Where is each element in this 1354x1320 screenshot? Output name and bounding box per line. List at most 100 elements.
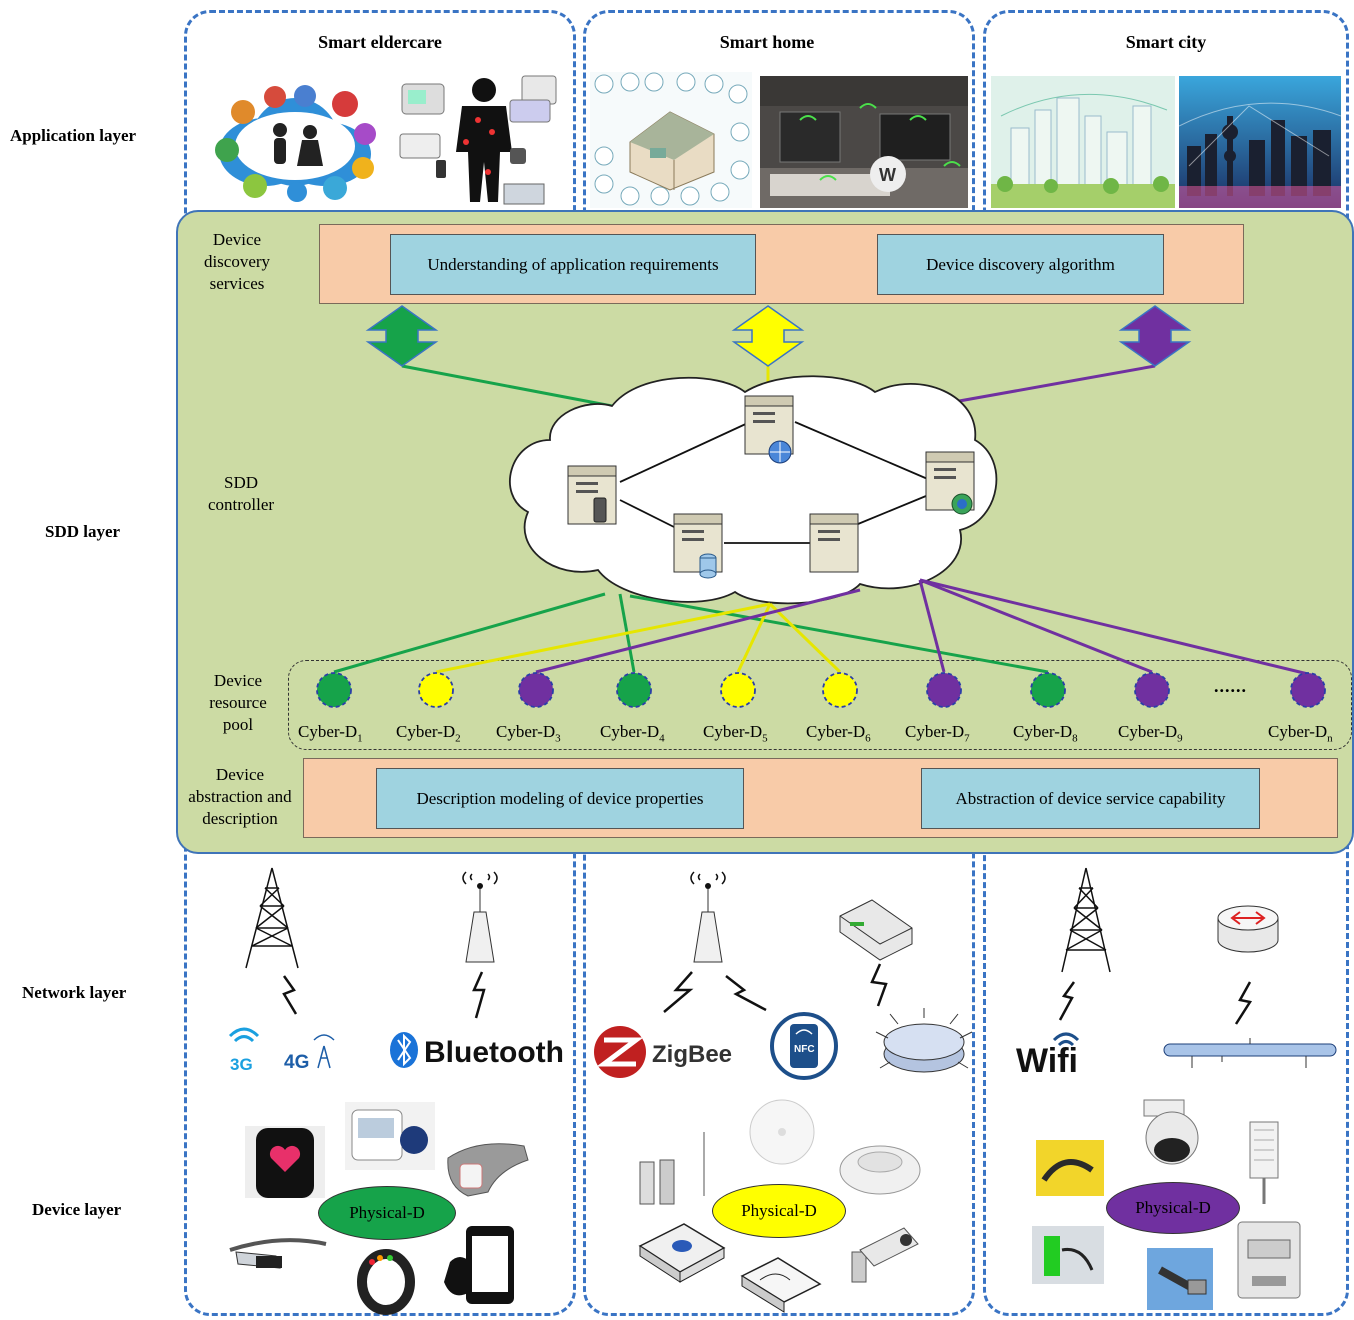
physical-device-eldercare: Physical-D xyxy=(318,1186,456,1240)
cyber-device-label-7: Cyber-D7 xyxy=(905,722,970,744)
description-modeling-box: Description modeling of device propertie… xyxy=(376,768,744,829)
cyber-device-node-7 xyxy=(926,672,962,708)
svg-text:ZigBee: ZigBee xyxy=(652,1041,732,1068)
cyber-device-base: Cyber-D xyxy=(806,722,866,741)
svg-text:NFC: NFC xyxy=(794,1044,815,1055)
cyber-device-index: 5 xyxy=(762,732,768,745)
discovery-algorithm-box: Device discovery algorithm xyxy=(877,234,1164,295)
cyber-device-base: Cyber-D xyxy=(396,722,456,741)
temperature-sensor-icon xyxy=(749,1099,815,1165)
cyber-device-index: 3 xyxy=(555,732,561,745)
antenna-icon xyxy=(462,871,498,963)
cyber-device-label-9: Cyber-D9 xyxy=(1118,722,1183,744)
understanding-requirements-box: Understanding of application requirement… xyxy=(390,234,756,295)
sdd-controller-cloud xyxy=(509,375,998,605)
fitness-band-icon xyxy=(357,1249,415,1315)
cyber-ellipsis: ...... xyxy=(1214,676,1247,696)
blood-pressure-monitor-icon xyxy=(345,1102,435,1170)
cyber-device-label-1: Cyber-D1 xyxy=(298,722,363,744)
cyber-device-index: 2 xyxy=(455,732,461,745)
home-antenna-icon xyxy=(690,871,726,963)
sensor-hub-icon xyxy=(875,1008,973,1073)
sdd-controller-label: SDD controller xyxy=(196,472,286,516)
cyber-device-base: Cyber-D xyxy=(1268,722,1328,741)
pool-label-line2: resource xyxy=(209,693,267,712)
server-bottom-right xyxy=(809,513,859,573)
city-night-skyline-image xyxy=(1179,76,1341,208)
cyber-device-label-8: Cyber-D8 xyxy=(1013,722,1078,744)
cyber-device-base: Cyber-D xyxy=(905,722,965,741)
cyber-device-index: 7 xyxy=(964,732,970,745)
green-uplink xyxy=(401,364,613,408)
ev-charger-icon xyxy=(1032,1226,1104,1284)
smart-switch-icon xyxy=(740,1257,822,1313)
discovery-services-label: Device discovery services xyxy=(200,229,274,295)
eldercare-cloud-image xyxy=(205,82,385,204)
svg-text:Wifi: Wifi xyxy=(1016,1042,1078,1080)
city-title: Smart city xyxy=(1125,32,1207,52)
network-layer-icons: 3G 4G Bluetooth ZigBee NFC xyxy=(228,867,1337,1080)
controller-label-line2: controller xyxy=(207,495,275,514)
smart-meter-plug-icon xyxy=(1147,1248,1213,1310)
cyber-device-label-5: Cyber-D5 xyxy=(703,722,768,744)
smart-city-illustration-image xyxy=(991,76,1175,208)
abstraction-label-line3: description xyxy=(202,809,278,828)
discovery-label-line1: Device xyxy=(212,230,262,249)
wifi-icon: Wifi xyxy=(1016,1032,1080,1080)
city-cell-tower-icon xyxy=(1061,867,1111,973)
cyber-device-label-6: Cyber-D6 xyxy=(806,722,871,744)
cyber-device-node-3 xyxy=(518,672,554,708)
smart-living-room-image: W xyxy=(760,76,968,208)
security-camera-icon xyxy=(851,1227,919,1283)
cyber-device-index: 6 xyxy=(865,732,871,745)
smartwatch-icon xyxy=(245,1126,325,1198)
device-layer-icons xyxy=(229,1099,1301,1315)
router-icon xyxy=(1217,905,1279,953)
cyber-device-label-2: Cyber-D2 xyxy=(396,722,461,744)
service-capability-box: Abstraction of device service capability xyxy=(921,768,1260,829)
svg-text:4G: 4G xyxy=(284,1052,309,1073)
resource-pool-label: Device resource pool xyxy=(200,670,276,736)
zigbee-icon: ZigBee xyxy=(594,1026,732,1078)
cyber-device-base: Cyber-D xyxy=(298,722,358,741)
cyber-device-node-9 xyxy=(1134,672,1170,708)
modem-icon xyxy=(839,899,913,961)
cyber-device-node-8 xyxy=(1030,672,1066,708)
cyber-device-label-4: Cyber-D4 xyxy=(600,722,665,744)
purple-double-arrow xyxy=(1118,305,1192,367)
cyber-device-node-4 xyxy=(616,672,652,708)
cyber-device-index: 8 xyxy=(1072,732,1078,745)
wireless-bolt-icon xyxy=(282,975,298,1015)
bus-line-icon xyxy=(1163,1038,1337,1068)
eldercare-title: Smart eldercare xyxy=(318,32,442,52)
sdd-layer-label: SDD layer xyxy=(45,522,121,541)
abstraction-label-line2: abstraction and xyxy=(188,787,292,806)
smart-home-diagram-image xyxy=(590,72,752,208)
bluetooth-icon: Bluetooth xyxy=(390,1032,564,1069)
ptz-camera-icon xyxy=(1143,1099,1199,1165)
server-left xyxy=(567,465,617,525)
abstraction-label-line1: Device xyxy=(215,765,265,784)
svg-text:Bluetooth: Bluetooth xyxy=(424,1036,564,1069)
cyber-device-index: n xyxy=(1327,732,1333,745)
cyber-device-base: Cyber-D xyxy=(703,722,763,741)
cyber-device-node-6 xyxy=(822,672,858,708)
nfc-icon: NFC xyxy=(770,1012,838,1080)
cyber-device-index: 4 xyxy=(659,732,665,745)
home-title: Smart home xyxy=(719,32,815,52)
wearable-band-icon xyxy=(447,1143,529,1197)
cyber-device-index: 9 xyxy=(1177,732,1183,745)
discovery-label-line2: discovery xyxy=(203,252,271,271)
device-layer-label: Device layer xyxy=(32,1200,122,1219)
cyber-device-base: Cyber-D xyxy=(1118,722,1178,741)
server-top xyxy=(744,395,794,464)
network-layer-label: Network layer xyxy=(22,983,127,1002)
yellow-double-arrow xyxy=(731,305,805,367)
charging-station-icon xyxy=(1036,1140,1104,1196)
3g-icon: 3G xyxy=(228,1027,260,1074)
physical-device-home: Physical-D xyxy=(712,1184,846,1238)
cyber-device-label-10: Cyber-Dn xyxy=(1268,722,1333,744)
pool-label-line3: pool xyxy=(222,715,254,734)
cyber-device-base: Cyber-D xyxy=(1013,722,1073,741)
svg-text:3G: 3G xyxy=(230,1055,253,1074)
